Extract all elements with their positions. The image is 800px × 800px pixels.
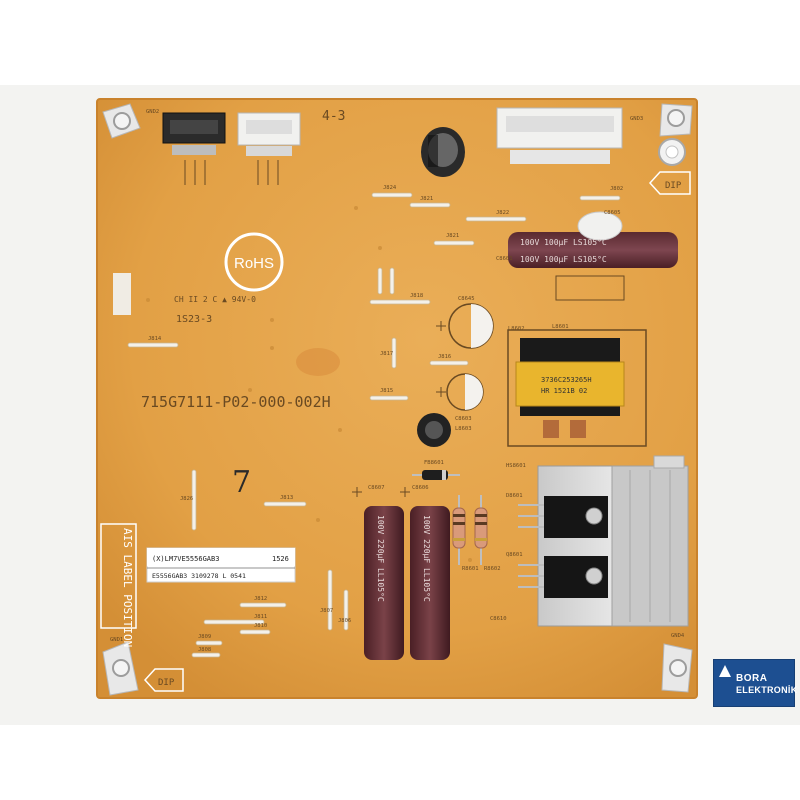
label-j824: J824: [383, 185, 397, 191]
label-q8601: Q8601: [506, 552, 523, 558]
rohs-logo: RoHS: [224, 232, 284, 292]
capacitor-c8607: 100V 220µF LL105°C: [364, 506, 404, 660]
sticker-line2: E5556GAB3 3109278 L 0541: [152, 572, 246, 580]
label-j806: J806: [338, 618, 351, 624]
brand-line2: ELEKTRONİK: [736, 685, 798, 695]
label-c8645: C8645: [458, 296, 475, 302]
label-c8607: C8607: [368, 485, 385, 491]
transistor-q8601: [518, 556, 608, 598]
label-l8603: L8603: [455, 426, 472, 432]
capacitor-c8606: 100V 220µF LL105°C: [410, 506, 450, 660]
designator-labels: GND2 GND3 GND1 GND4 J824 J821 J822 J821 …: [110, 109, 685, 653]
label-j826: J826: [180, 496, 193, 502]
transformer-text-2: HR 1521B 02: [541, 387, 587, 395]
cert-mark: CH II 2 C ▲ 94V-0: [174, 295, 256, 304]
label-j821b: J821: [446, 233, 459, 239]
brand-line1: BORA: [736, 673, 768, 684]
label-j813: J813: [280, 495, 293, 501]
white-pad: [113, 273, 131, 315]
capacitor-footprint-c8603: [446, 373, 484, 411]
sticker-line1: (X)LM7VE5556GAB3: [152, 555, 219, 563]
capacitor-small-top: [421, 127, 465, 177]
label-gnd2: GND2: [146, 109, 159, 115]
label-j807: J807: [320, 608, 333, 614]
label-c8606: C8606: [412, 485, 429, 491]
dip-arrow-top: DIP: [648, 171, 691, 195]
inductor-l8603: [417, 413, 451, 447]
label-hs8601: HS8601: [506, 463, 526, 469]
label-j811: J811: [254, 614, 267, 620]
connector-white-small: [237, 112, 301, 156]
label-c8603: C8603: [455, 416, 472, 422]
label-gnd4: GND4: [671, 633, 685, 639]
transformer: 3736C253265H HR 1521B 02: [507, 329, 647, 447]
label-j812: J812: [254, 596, 267, 602]
label-j817: J817: [380, 351, 393, 357]
mounting-hole-gnd1: [102, 641, 139, 696]
resistor-r8602: [474, 495, 488, 565]
label-j802: J802: [610, 186, 623, 192]
label-c8605: C8605: [604, 210, 621, 216]
cap-top-text-2: 100V 100µF LS105°C: [520, 255, 607, 264]
label-l8602: L8602: [508, 326, 525, 332]
label-j822: J822: [496, 210, 509, 216]
dip-label-bottom: DIP: [158, 678, 175, 688]
dip-arrow-bottom: DIP: [143, 668, 184, 692]
date-code: 1S23-3: [176, 314, 212, 325]
footprint-box: [555, 275, 625, 301]
brand-logo: BORA ELEKTRONİK: [713, 659, 798, 707]
label-j815: J815: [380, 388, 393, 394]
label-gnd3: GND3: [630, 116, 643, 122]
label-j810: J810: [254, 623, 267, 629]
capacitor-footprint-c8645: [448, 303, 494, 349]
label-j814: J814: [148, 336, 162, 342]
resistor-r8601: [452, 495, 466, 565]
transistor-d8601: [518, 496, 608, 538]
part-number: 715G7111-P02-000-002H: [141, 393, 331, 411]
connector-white-large: [496, 107, 623, 164]
heatsink-hs8601: [537, 455, 689, 627]
capacitor-horizontal: 100V 100µF LS105°C 100V 100µF LS105°C: [508, 211, 678, 268]
label-c8601: C8601: [496, 256, 513, 262]
ais-label-text: AIS LABEL POSITION: [121, 528, 134, 647]
sticker-line1-right: 1526: [272, 555, 289, 563]
cap-c8607-text: 100V 220µF LL105°C: [376, 515, 385, 602]
barcode-sticker: (X)LM7VE5556GAB3 1526 E5556GAB3 3109278 …: [146, 547, 296, 583]
mounting-hole-gnd2: [102, 103, 141, 139]
label-c8610: C8610: [490, 616, 507, 622]
handwritten-mark: 7: [232, 465, 251, 500]
label-d8601: D8601: [506, 493, 523, 499]
cap-top-text: 100V 100µF LS105°C: [520, 238, 607, 247]
label-j818: J818: [410, 293, 423, 299]
stain: [296, 348, 340, 376]
mounting-hole-right: [658, 138, 686, 166]
mounting-hole-gnd3: [659, 103, 693, 137]
label-r8602: R8602: [484, 566, 501, 572]
rohs-text: RoHS: [234, 255, 274, 272]
cap-c8606-text: 100V 220µF LL105°C: [422, 515, 431, 602]
connector-black: [162, 112, 226, 155]
triangle-logo-icon: [719, 665, 731, 677]
revision: 4-3: [322, 109, 345, 124]
label-j808: J808: [198, 647, 211, 653]
label-fb8601: FB8601: [424, 460, 444, 466]
label-r8601: R8601: [462, 566, 479, 572]
label-l8601: L8601: [552, 324, 569, 330]
jumper-wires: [127, 192, 621, 658]
ais-label-box: AIS LABEL POSITION: [100, 523, 137, 647]
transformer-text-1: 3736C253265H: [541, 376, 592, 384]
label-j809: J809: [198, 634, 211, 640]
diode-fb8601: [412, 470, 460, 480]
label-gnd1: GND1: [110, 637, 123, 643]
dip-label-top: DIP: [665, 181, 682, 191]
label-j821: J821: [420, 196, 433, 202]
label-j816: J816: [438, 354, 451, 360]
mounting-hole-gnd4: [661, 643, 693, 693]
